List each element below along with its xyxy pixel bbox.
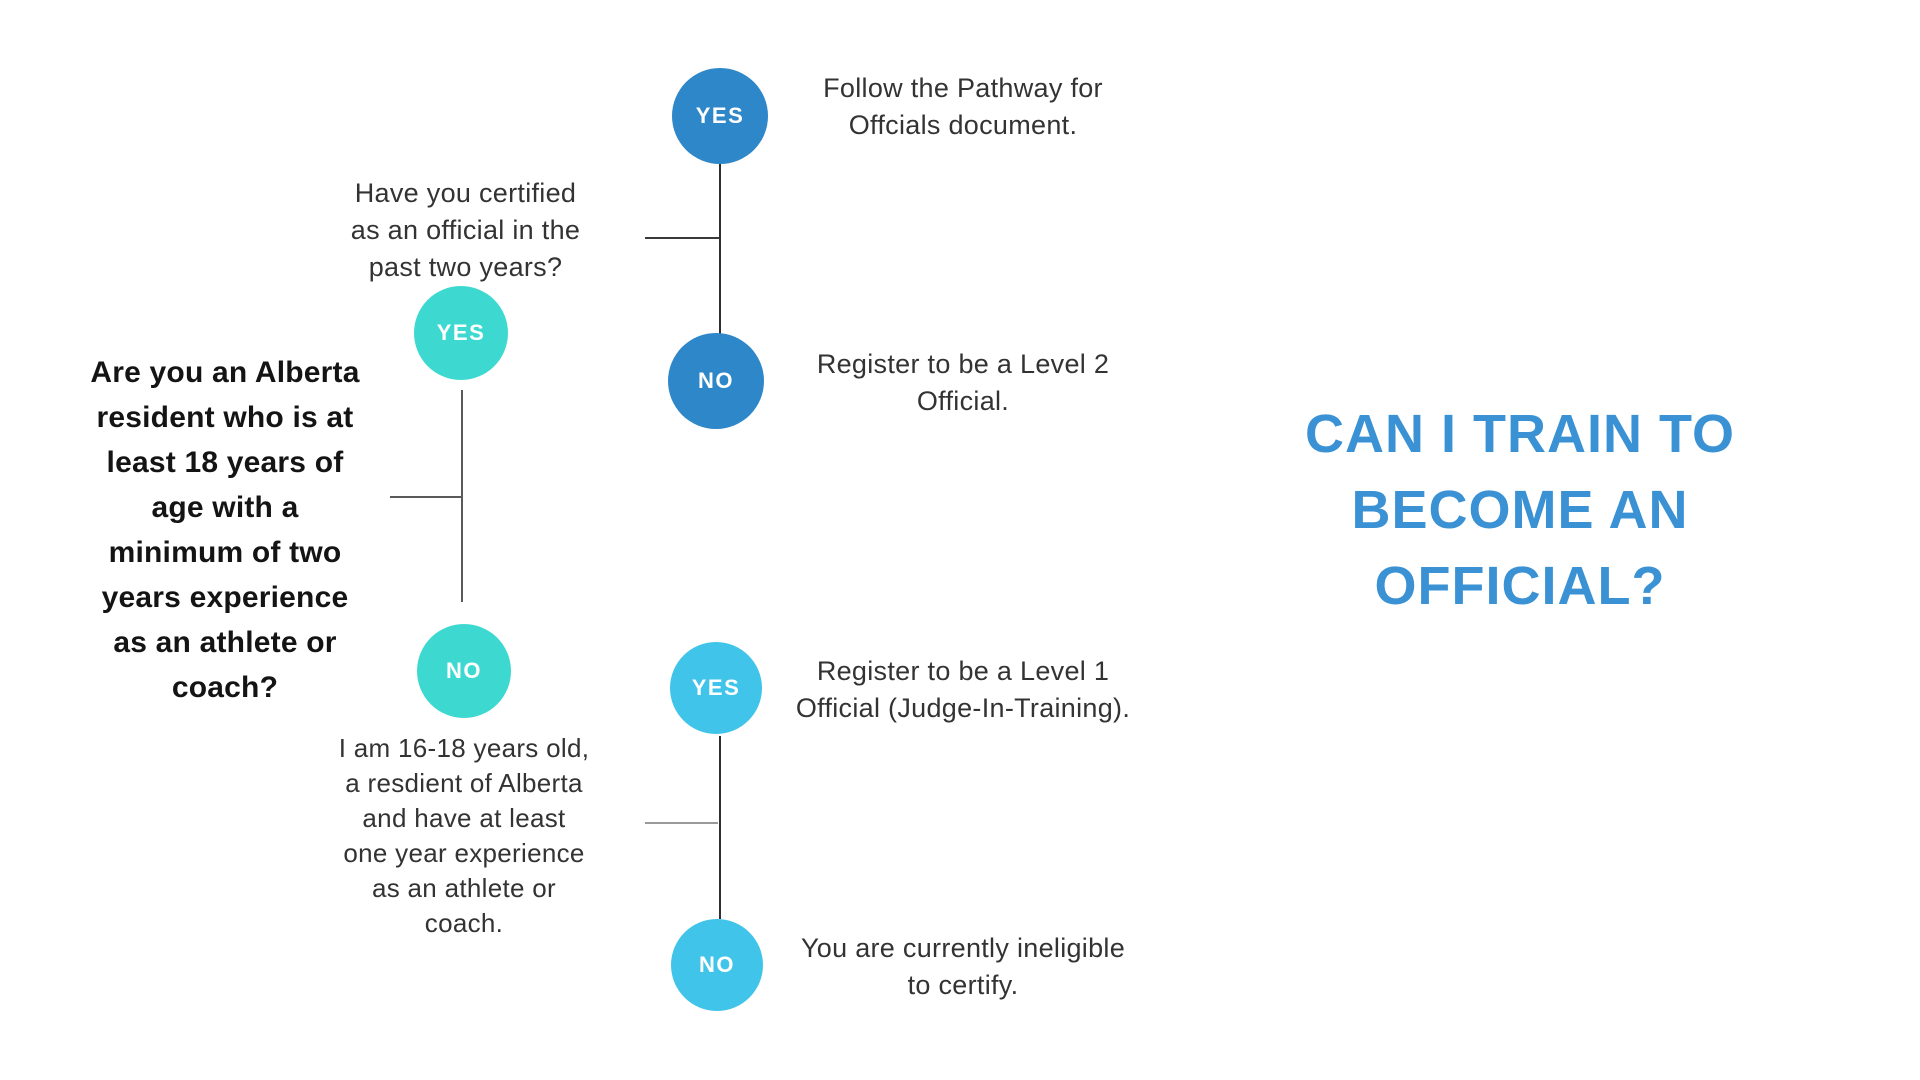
age-no-label: NO bbox=[699, 952, 735, 977]
age-no-circle: NO bbox=[671, 919, 763, 1011]
connector-age-horizontal bbox=[645, 822, 718, 824]
branch-no-circle: NO bbox=[417, 624, 511, 718]
result-follow-pathway: Follow the Pathway for Offcials document… bbox=[823, 73, 1103, 140]
result-ineligible: You are currently ineligible to certify. bbox=[800, 933, 1126, 1000]
connector-certified-vertical bbox=[719, 164, 721, 334]
result-level1: Register to be a Level 1 Official (Judge… bbox=[795, 656, 1131, 723]
branch-yes-circle: YES bbox=[414, 286, 508, 380]
connector-root-horizontal bbox=[390, 496, 463, 498]
connector-age-vertical bbox=[719, 736, 721, 919]
certified-no-label: NO bbox=[698, 368, 734, 393]
certified-no-circle: NO bbox=[668, 333, 764, 429]
certified-question: Have you certified as an official in the… bbox=[350, 178, 581, 282]
branch-no-label: NO bbox=[446, 658, 482, 683]
age-statement: I am 16-18 years old, a resdient of Albe… bbox=[338, 733, 590, 938]
age-yes-circle: YES bbox=[670, 642, 762, 734]
result-level2: Register to be a Level 2 Official. bbox=[816, 349, 1110, 416]
age-yes-label: YES bbox=[691, 675, 741, 700]
branch-yes-label: YES bbox=[436, 320, 486, 345]
certified-yes-circle: YES bbox=[672, 68, 768, 164]
connector-root-vertical bbox=[461, 390, 463, 602]
page-title: CAN I TRAIN TO BECOME AN OFFICIAL? bbox=[1305, 404, 1735, 616]
main-question: Are you an Alberta resident who is at le… bbox=[90, 356, 360, 704]
connector-certified-horizontal bbox=[645, 237, 719, 239]
certified-yes-label: YES bbox=[695, 103, 745, 128]
